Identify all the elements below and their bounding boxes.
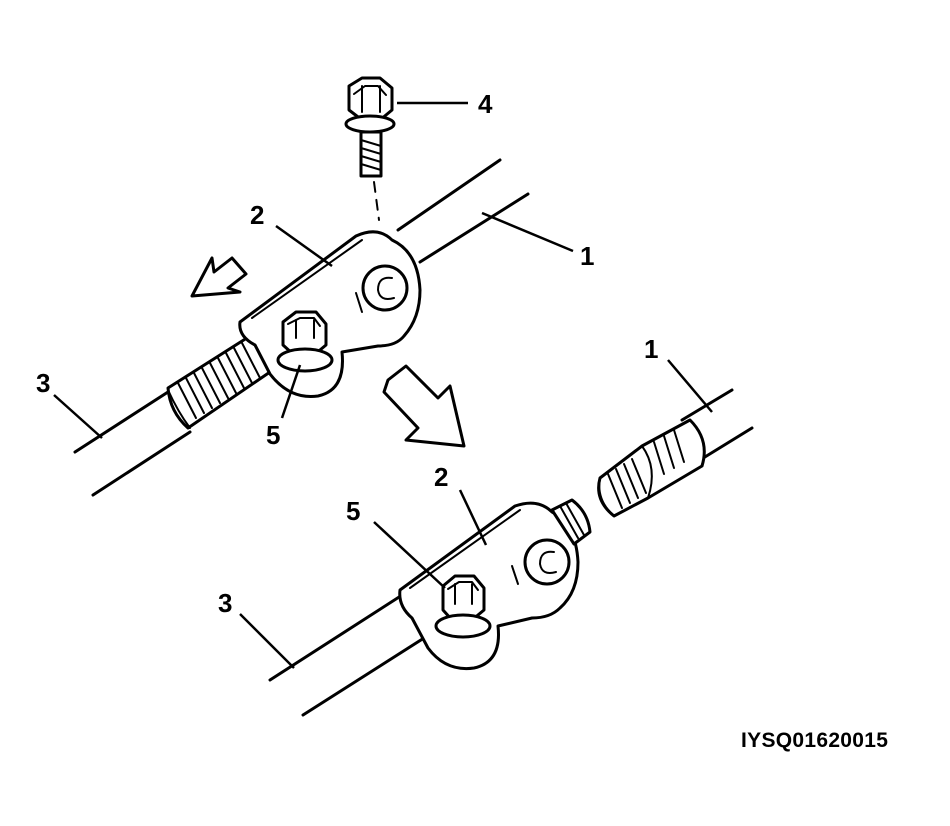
callout-2: 2 (250, 200, 264, 230)
top-assembly: 4 2 1 3 5 (36, 76, 594, 497)
bottom-assembly: 2 5 3 1 (218, 334, 754, 717)
sequence-arrow-icon (382, 364, 466, 448)
figure-id-label: IYSQ01620015 (741, 729, 889, 752)
callout-1: 1 (644, 334, 658, 364)
callout-2: 2 (434, 462, 448, 492)
callout-5: 5 (266, 420, 280, 450)
steering-column-shaft-icon (73, 334, 272, 497)
leader-lines (53, 101, 574, 439)
universal-joint-yoke-icon (398, 498, 592, 671)
joint-bolt-icon (344, 76, 396, 221)
callout-3: 3 (36, 368, 50, 398)
shaft-icon (396, 158, 530, 264)
callout-4: 4 (478, 89, 493, 119)
slide-direction-arrow-icon (190, 256, 248, 298)
joint-bolt-icon (276, 310, 334, 373)
callout-1: 1 (580, 241, 594, 271)
leader-lines (239, 359, 713, 669)
callout-5: 5 (346, 496, 360, 526)
joint-bolt-icon (434, 574, 492, 639)
callout-3: 3 (218, 588, 232, 618)
shaft-icon (597, 388, 754, 518)
